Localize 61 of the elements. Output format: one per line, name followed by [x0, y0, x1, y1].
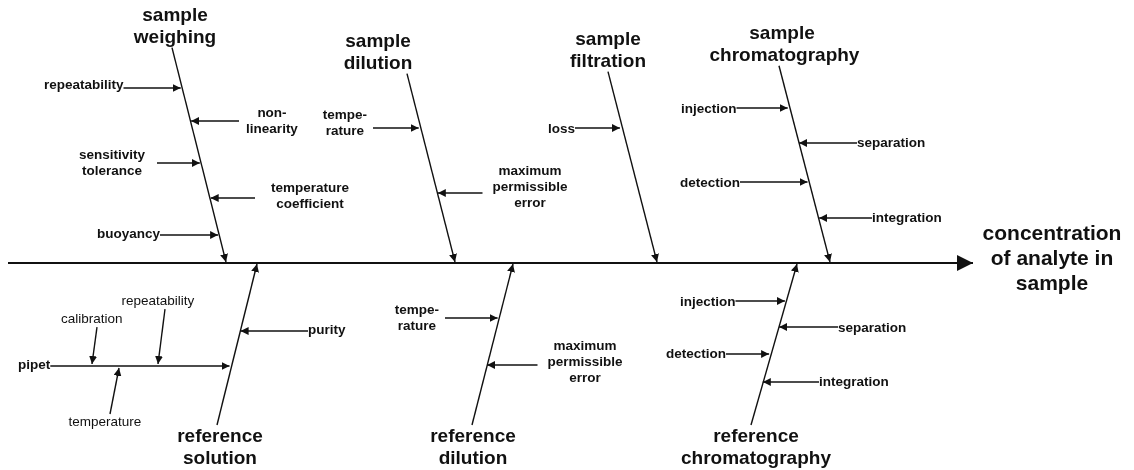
- arrow: [155, 308, 166, 365]
- arrow: [122, 84, 182, 92]
- bone-arrow: [406, 73, 457, 263]
- arrow: [239, 327, 309, 335]
- arrow: [156, 159, 201, 167]
- arrow: [372, 124, 420, 132]
- cause-label: sensitivity tolerance: [67, 147, 157, 180]
- cause-label: integration: [819, 374, 889, 391]
- bone-arrow: [607, 71, 659, 263]
- spine-arrow: [8, 255, 973, 271]
- category-label: sample weighing: [127, 4, 223, 48]
- cause-label: separation: [838, 320, 907, 337]
- category-label: sample filtration: [560, 28, 656, 72]
- category-label: reference dilution: [420, 425, 526, 469]
- bone-arrow: [778, 65, 832, 263]
- arrow: [89, 326, 98, 365]
- arrow: [798, 139, 858, 147]
- arrow: [210, 194, 256, 202]
- arrow: [444, 314, 499, 322]
- cause-label: repeatability: [121, 293, 195, 310]
- cause-label: tempe- rature: [389, 302, 445, 335]
- cause-label: loss: [548, 121, 575, 138]
- cause-label: injection: [680, 294, 736, 311]
- cause-label: detection: [680, 175, 740, 192]
- cause-label: integration: [872, 210, 942, 227]
- arrow: [734, 297, 786, 305]
- cause-label: purity: [308, 322, 346, 339]
- arrow: [762, 378, 820, 386]
- category-label: sample dilution: [335, 30, 421, 74]
- bone-arrow: [750, 263, 799, 426]
- cause-label: non- linearity: [239, 105, 305, 138]
- cause-label: detection: [666, 346, 726, 363]
- category-label: reference chromatography: [676, 425, 836, 469]
- arrow: [437, 189, 484, 197]
- cause-label: calibration: [61, 311, 123, 328]
- cause-label: repeatability: [44, 77, 124, 94]
- arrow: [818, 214, 873, 222]
- arrow: [486, 361, 539, 369]
- arrow: [190, 117, 240, 125]
- cause-label: separation: [857, 135, 926, 152]
- arrow: [735, 104, 789, 112]
- arrow: [574, 124, 621, 132]
- cause-label: maximum permissible error: [482, 163, 578, 212]
- arrow: [159, 231, 219, 239]
- cause-label: maximum permissible error: [537, 338, 633, 387]
- cause-label: injection: [681, 101, 737, 118]
- arrow: [725, 350, 770, 358]
- cause-label: temperature coefficient: [255, 180, 365, 213]
- arrow: [778, 323, 839, 331]
- category-label: reference solution: [167, 425, 273, 469]
- bone-arrow: [216, 263, 259, 426]
- cause-label: pipet: [18, 357, 51, 374]
- cause-label: temperature: [68, 414, 142, 431]
- effect-label: concentration of analyte in sample: [973, 220, 1131, 296]
- bone-arrow: [471, 263, 515, 426]
- bone-arrow: [171, 47, 228, 263]
- arrow: [739, 178, 809, 186]
- arrow: [109, 367, 122, 415]
- cause-label: buoyancy: [97, 226, 161, 243]
- arrow: [49, 362, 231, 370]
- cause-label: tempe- rature: [317, 107, 373, 140]
